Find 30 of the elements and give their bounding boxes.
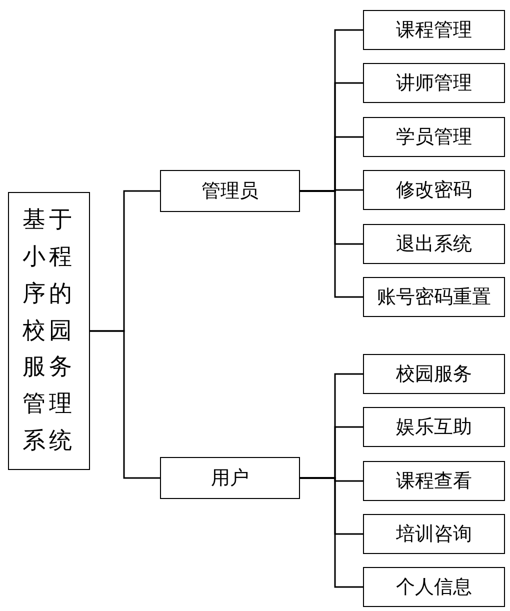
root-box — [8, 192, 90, 470]
node-label: 学员管理 — [396, 125, 472, 150]
process-box — [363, 461, 505, 501]
connector-line — [300, 477, 363, 588]
process-box — [363, 354, 505, 394]
process-box — [363, 407, 505, 447]
node-label: 管理员 — [202, 179, 258, 204]
node-label: 娱乐互助 — [396, 415, 472, 440]
process-box — [363, 117, 505, 157]
process-box — [160, 170, 300, 212]
node-label: 退出系统 — [396, 232, 472, 257]
process-box — [363, 63, 505, 103]
node-label: 讲师管理 — [396, 71, 472, 96]
node-label: 课程查看 — [396, 469, 472, 494]
node-label: 基于小程序的校园服务管理系统 — [22, 206, 76, 456]
process-box — [363, 277, 505, 317]
process-box — [363, 514, 505, 554]
process-box — [363, 170, 505, 210]
node-label: 个人信息 — [396, 575, 472, 600]
process-box — [363, 224, 505, 264]
node-label: 校园服务 — [396, 362, 472, 387]
node-label: 用户 — [211, 466, 249, 491]
node-label: 账号密码重置 — [377, 285, 491, 310]
connector-line — [90, 330, 160, 479]
node-label: 修改密码 — [396, 178, 472, 203]
node-label: 课程管理 — [396, 18, 472, 43]
node-label: 培训咨询 — [396, 522, 472, 547]
process-box — [160, 457, 300, 499]
process-box — [363, 10, 505, 50]
process-box — [363, 567, 505, 607]
